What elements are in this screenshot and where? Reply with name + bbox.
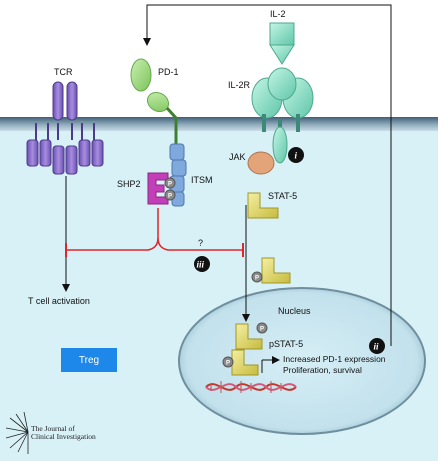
marker-iii-text: iii — [197, 260, 205, 270]
shp2-label: SHP2 — [117, 179, 141, 189]
stat5-icon — [247, 192, 279, 219]
marker-ii — [369, 338, 385, 354]
il2r-receptor-icon — [251, 67, 314, 164]
phospho-stat5-cyto-icon — [261, 257, 291, 284]
stat5-label: STAT-5 — [268, 191, 297, 201]
itsm-label: ITSM — [191, 175, 213, 185]
inhibition-lines — [65, 208, 244, 257]
pstat5-p2-icon — [222, 356, 234, 368]
journal-logo-line1: The Journal of — [31, 424, 75, 433]
pd1-receptor-icon — [130, 58, 178, 145]
phospho-itsm-2-text: P — [168, 194, 172, 200]
phospho-stat5-cyto-p-text: P — [255, 276, 259, 282]
pstat5-p1-text: P — [260, 327, 264, 333]
cell-membrane — [0, 117, 438, 131]
il2-ligand-icon — [269, 22, 295, 65]
nucleus-label: Nucleus — [278, 306, 311, 316]
journal-logo-text: The Journal of Clinical Investigation — [31, 425, 96, 441]
pstat5-p1-icon — [256, 322, 268, 334]
question-label: ? — [198, 238, 203, 248]
journal-logo-line2: Clinical Investigation — [31, 432, 96, 441]
pd1-label: PD-1 — [158, 67, 179, 77]
increased-pd1-label: Increased PD-1 expression — [283, 354, 386, 364]
marker-iii — [194, 256, 210, 272]
il2-label: IL-2 — [270, 9, 286, 19]
pstat5-dimer-icon — [231, 323, 263, 376]
phospho-itsm-2-icon — [164, 189, 176, 201]
il2r-label: IL-2R — [228, 80, 251, 90]
jci-logo-icon — [5, 411, 29, 454]
phospho-itsm-1-text: P — [168, 182, 172, 188]
jak-icon — [247, 151, 275, 175]
tcr-label: TCR — [54, 67, 73, 77]
proliferation-label: Proliferation, survival — [283, 365, 362, 375]
pstat5-label: pSTAT-5 — [269, 339, 303, 349]
jak-label: JAK — [229, 152, 246, 162]
feedback-arrow — [143, 4, 392, 346]
phospho-stat5-cyto-p-icon — [251, 271, 263, 283]
dna-helix-icon — [205, 381, 297, 393]
phospho-itsm-1-icon — [164, 177, 176, 189]
pstat5-p2-text: P — [226, 361, 230, 367]
treg-badge: Treg — [61, 348, 117, 372]
marker-ii-text: ii — [374, 342, 380, 352]
t-cell-activation-label: T cell activation — [28, 296, 90, 306]
marker-i-text: i — [295, 151, 298, 161]
marker-i — [288, 147, 304, 163]
tcr-complex-icon — [26, 81, 104, 175]
